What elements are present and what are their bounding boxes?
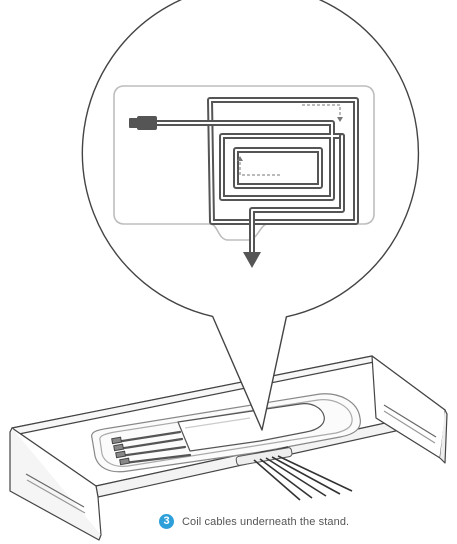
step-number-badge: 3 xyxy=(159,514,174,529)
zoom-callout xyxy=(81,0,420,431)
usb-plug-icon xyxy=(129,116,157,130)
coil-direction-hints xyxy=(239,104,341,176)
down-arrow-icon xyxy=(243,252,261,268)
exiting-cables xyxy=(235,446,353,501)
monitor-stand xyxy=(9,355,448,541)
cable-coil xyxy=(152,97,359,255)
caption-text: Coil cables underneath the stand. xyxy=(182,515,350,528)
coiled-cables xyxy=(111,430,192,466)
tray-cover xyxy=(177,403,325,452)
stand-underside-outline xyxy=(113,85,375,241)
step-caption: 3 Coil cables underneath the stand. xyxy=(159,514,349,529)
